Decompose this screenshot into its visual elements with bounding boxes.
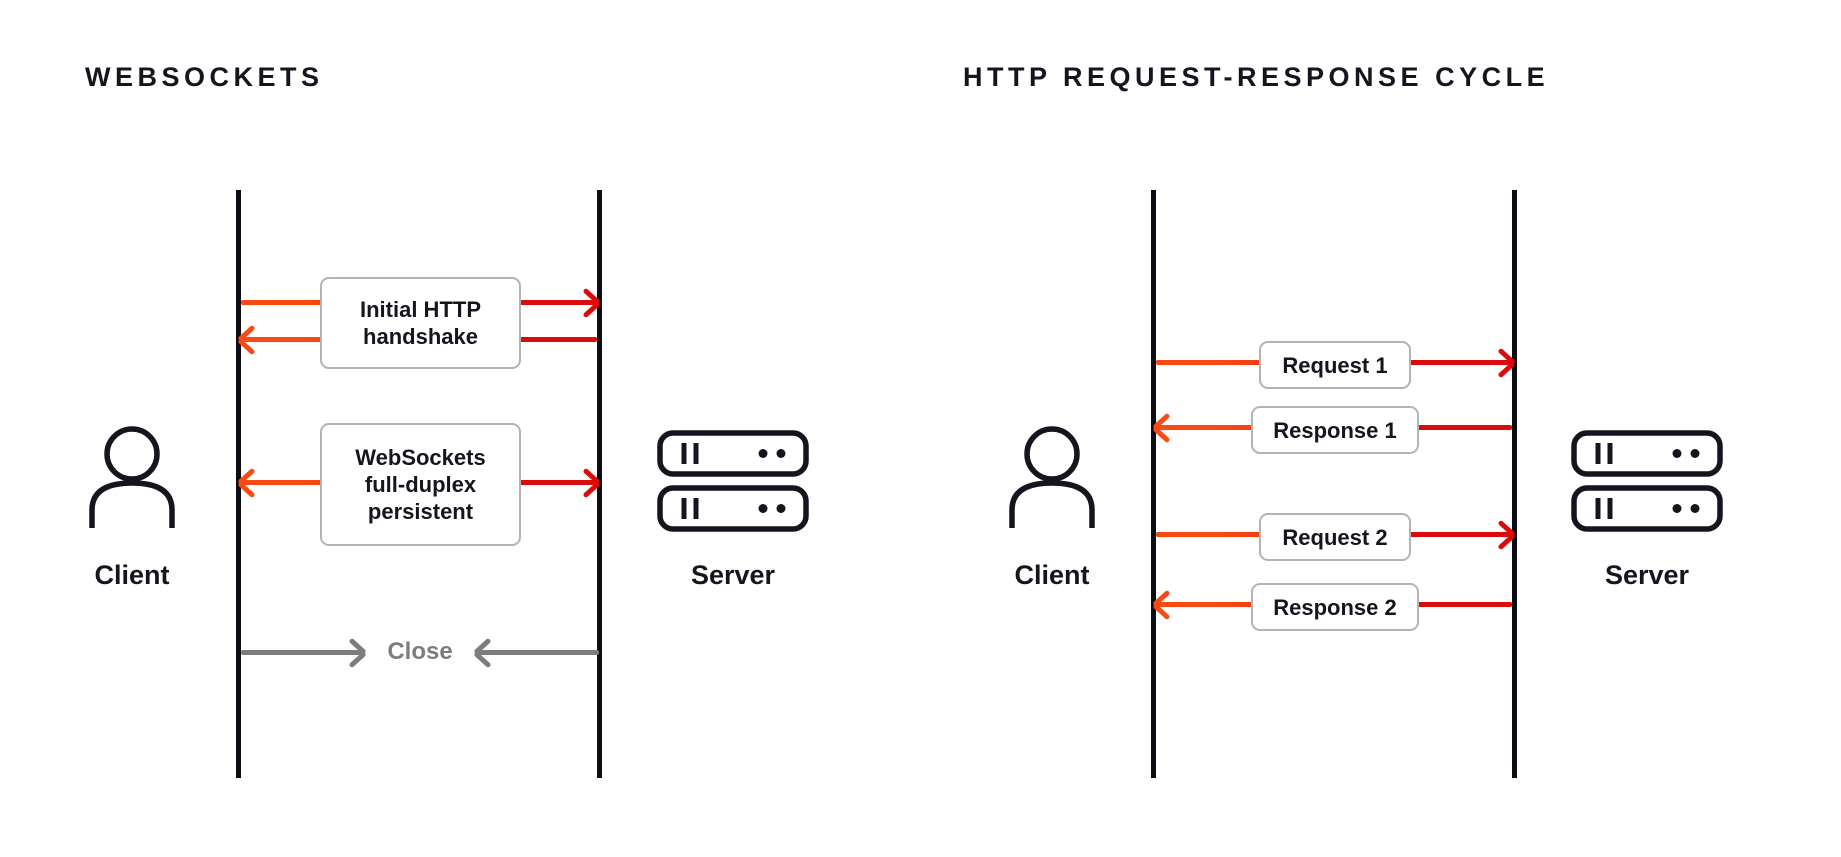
arrowhead-left-icon [1154, 411, 1178, 445]
http-client-label: Client [1014, 560, 1090, 590]
close-arrow-from-server [477, 650, 599, 655]
arrowhead-right-icon [575, 466, 599, 500]
http-title: HTTP REQUEST-RESPONSE CYCLE [963, 62, 1550, 92]
websockets-client-label: Client [94, 560, 170, 590]
arrowhead-right-icon [1490, 346, 1514, 380]
duplex-label-box: WebSockets full-duplex persistent [320, 423, 521, 546]
http-server-lifeline [1512, 190, 1517, 778]
response1-label-box: Response 1 [1251, 406, 1419, 454]
websockets-title: WEBSOCKETS [85, 62, 324, 92]
arrowhead-right-icon [575, 286, 599, 320]
close-arrow-from-client [241, 650, 363, 655]
response2-label: Response 2 [1273, 594, 1397, 620]
arrowhead-left-icon [1154, 588, 1178, 622]
duplex-label-line3: persistent [367, 499, 474, 524]
arrowhead-left-icon [239, 323, 263, 357]
arrowhead-right-icon [1490, 518, 1514, 552]
arrowhead-right-icon [341, 636, 365, 670]
duplex-label-line1: WebSockets [355, 445, 486, 470]
handshake-label-box: Initial HTTP handshake [320, 277, 521, 369]
websockets-server-label: Server [690, 560, 776, 590]
request2-label-box: Request 2 [1259, 513, 1411, 561]
request1-label-box: Request 1 [1259, 341, 1411, 389]
server-rack-icon [657, 430, 809, 532]
http-client-lifeline [1151, 190, 1156, 778]
response1-label: Response 1 [1273, 417, 1397, 443]
handshake-label-line2: handshake [363, 324, 478, 349]
handshake-label-line1: Initial HTTP [360, 297, 481, 322]
close-label: Close [387, 638, 453, 665]
arrowhead-left-icon [475, 636, 499, 670]
request1-label: Request 1 [1282, 352, 1388, 378]
server-rack-icon [1571, 430, 1723, 532]
person-icon [86, 424, 178, 530]
request2-label: Request 2 [1282, 524, 1388, 550]
duplex-label-line2: full-duplex [364, 472, 477, 497]
http-server-label: Server [1604, 560, 1690, 590]
person-icon [1006, 424, 1098, 530]
response2-label-box: Response 2 [1251, 583, 1419, 631]
arrowhead-left-icon [239, 466, 263, 500]
